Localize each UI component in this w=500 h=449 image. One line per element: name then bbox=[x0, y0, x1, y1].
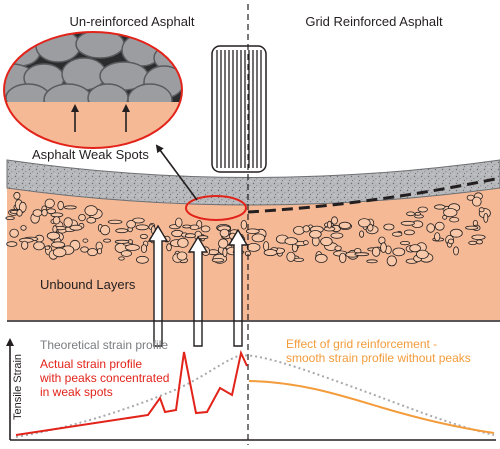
actual-strain-curve bbox=[15, 349, 248, 436]
weak-spot-highlight bbox=[185, 195, 247, 221]
asphalt-layer bbox=[6, 159, 500, 206]
effect-label-line2: smooth strain profile without peaks bbox=[286, 351, 471, 365]
actual-label-line1: Actual strain profile bbox=[40, 357, 142, 371]
grid-reinforcement-line bbox=[247, 176, 500, 214]
header-grid-reinforced: Grid Reinforced Asphalt bbox=[305, 14, 443, 29]
actual-label-line3: in weak spots bbox=[40, 385, 113, 399]
theoretical-label: Theoretical strain profile bbox=[40, 338, 168, 352]
weak-spot-pointer-arrow bbox=[155, 144, 198, 201]
tire-icon bbox=[211, 45, 267, 173]
unbound-layers-label: Unbound Layers bbox=[40, 277, 136, 292]
strain-arrow-icon bbox=[147, 224, 249, 347]
smooth-strain-curve bbox=[248, 380, 495, 434]
magnifier-ellipse-icon bbox=[3, 31, 183, 149]
header-unreinforced: Un-reinforced Asphalt bbox=[69, 14, 194, 29]
theoretical-strain-curve bbox=[15, 354, 495, 438]
effect-label-line1: Effect of grid reinforcement - bbox=[286, 337, 437, 351]
y-axis-label: Tensile Strain bbox=[12, 354, 24, 420]
weak-spots-label: Asphalt Weak Spots bbox=[32, 147, 149, 162]
actual-label-line2: with peaks concentrated bbox=[39, 371, 169, 385]
aggregate-stones bbox=[5, 191, 491, 267]
